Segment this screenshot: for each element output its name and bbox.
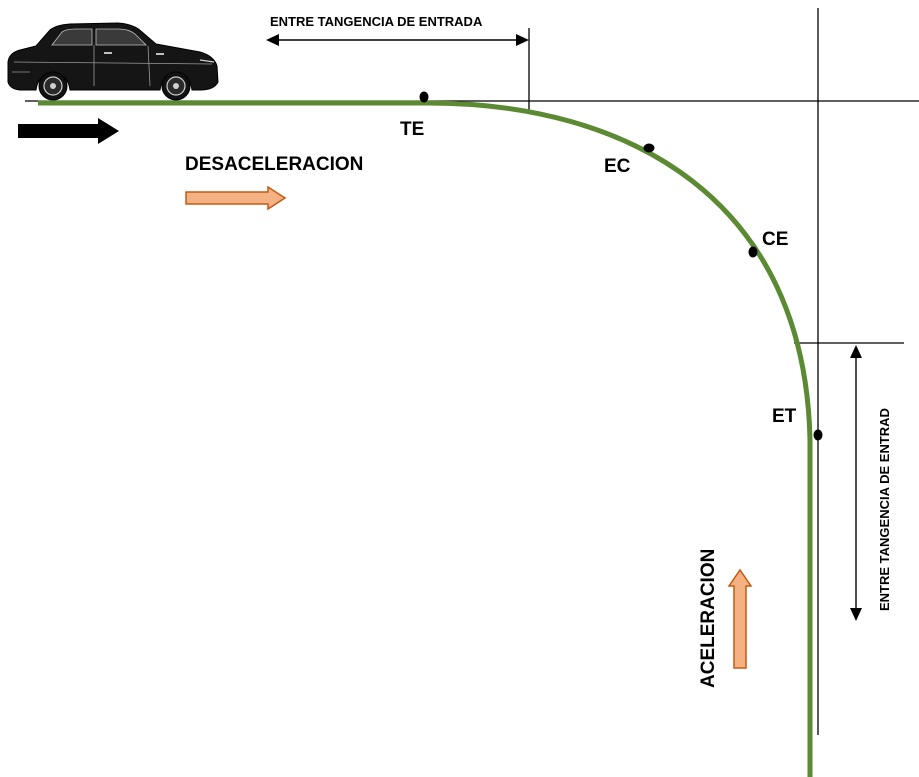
right-arrow-icon: [18, 118, 119, 144]
suv-car-icon: [7, 22, 219, 101]
side-dimension-label: ENTRE TANGENCIA DE ENTRAD: [877, 408, 892, 611]
point-te-label: TE: [400, 119, 424, 140]
point-ce-label: CE: [762, 229, 788, 250]
point-ec-label: EC: [604, 156, 631, 177]
top-dimension-arrow: [266, 34, 529, 46]
reference-lines: [25, 8, 919, 735]
side-dimension-arrow: [850, 345, 862, 621]
road-path: [38, 100, 813, 777]
deceleration-arrow-icon: [185, 185, 287, 211]
point-ce-dot: [748, 246, 758, 258]
point-et-dot: [813, 429, 823, 441]
point-te-dot: [419, 91, 429, 103]
deceleration-label: DESACELERACION: [185, 154, 363, 175]
point-ec-dot: [643, 143, 655, 153]
point-et-label: ET: [772, 406, 797, 427]
acceleration-arrow-icon: [727, 568, 753, 669]
curve-points: [419, 91, 823, 441]
top-dimension-label: ENTRE TANGENCIA DE ENTRADA: [270, 14, 483, 29]
acceleration-label: ACELERACION: [698, 549, 719, 688]
